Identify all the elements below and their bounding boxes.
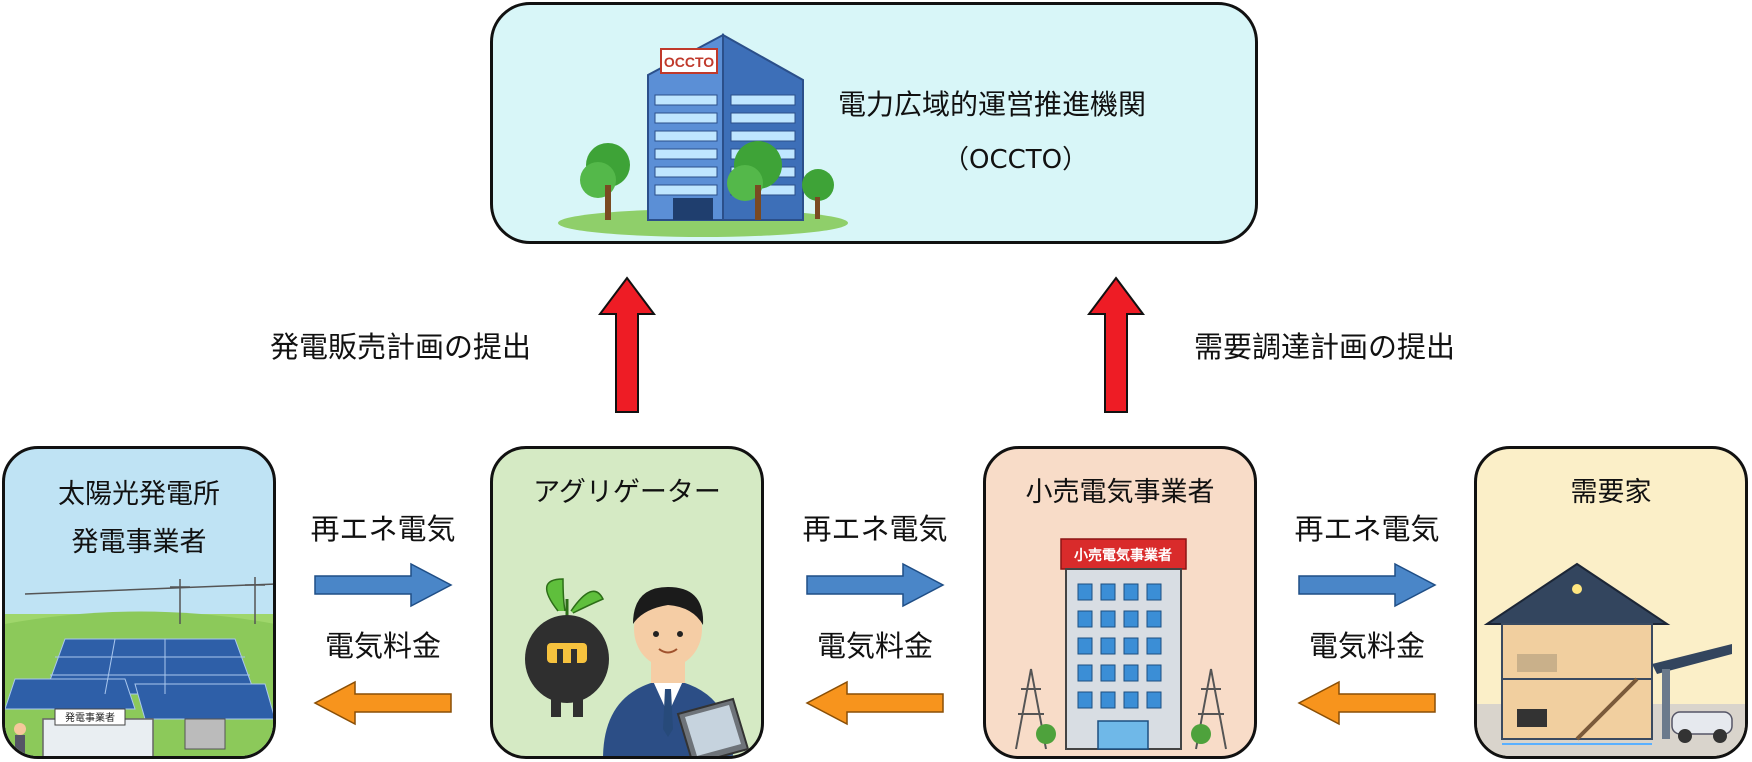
flow1-backward-label: 電気料金: [324, 629, 441, 663]
solar-title-line1: 太陽光発電所: [58, 479, 220, 510]
solar-building-sign: 発電事業者: [65, 711, 115, 724]
consumer-box: 需要家: [1474, 446, 1748, 759]
solar-title-line2: 発電事業者: [71, 527, 207, 558]
up-arrow-generation: [598, 276, 656, 413]
flow2-forward-label: 再エネ電気: [802, 512, 948, 546]
flow2-backward-arrow: [805, 680, 944, 726]
occto-abbr: （OCCTO）: [943, 145, 1089, 175]
occto-building-illustration: OCCTO: [558, 33, 848, 237]
flow2-backward-label: 電気料金: [816, 629, 933, 663]
generation-plan-label: 発電販売計画の提出: [270, 330, 532, 364]
retailer-box: 小売電気事業者 小売電気事業者: [983, 446, 1257, 759]
up-arrow-demand: [1087, 276, 1145, 413]
aggregator-box: アグリゲーター: [490, 446, 764, 759]
retailer-title: 小売電気事業者: [1025, 477, 1215, 508]
retailer-building-illustration: 小売電気事業者: [1015, 538, 1227, 750]
house-illustration: [1477, 562, 1745, 756]
consumer-title: 需要家: [1570, 477, 1652, 508]
occto-box: OCCTO 電力広域的運営推進機関 （OCCTO）: [490, 2, 1258, 244]
flow3-forward-label: 再エネ電気: [1294, 512, 1440, 546]
solar-generator-box: 太陽光発電所 発電事業者 発電事業者: [2, 446, 276, 759]
solar-farm-illustration: 発電事業者: [5, 577, 273, 756]
flow3-backward-label: 電気料金: [1308, 629, 1425, 663]
occto-sign: OCCTO: [664, 54, 714, 70]
demand-plan-label: 需要調達計画の提出: [1194, 330, 1456, 364]
flow1-backward-arrow: [313, 680, 452, 726]
occto-name: 電力広域的運営推進機関: [838, 88, 1147, 121]
flow1-forward-label: 再エネ電気: [310, 512, 456, 546]
flow2-forward-arrow: [806, 562, 945, 608]
flow3-backward-arrow: [1297, 680, 1436, 726]
flow3-forward-arrow: [1298, 562, 1437, 608]
flow1-forward-arrow: [314, 562, 453, 608]
aggregator-title: アグリゲーター: [533, 477, 721, 508]
aggregator-illustration: [525, 578, 750, 756]
retailer-sign: 小売電気事業者: [1074, 547, 1172, 564]
